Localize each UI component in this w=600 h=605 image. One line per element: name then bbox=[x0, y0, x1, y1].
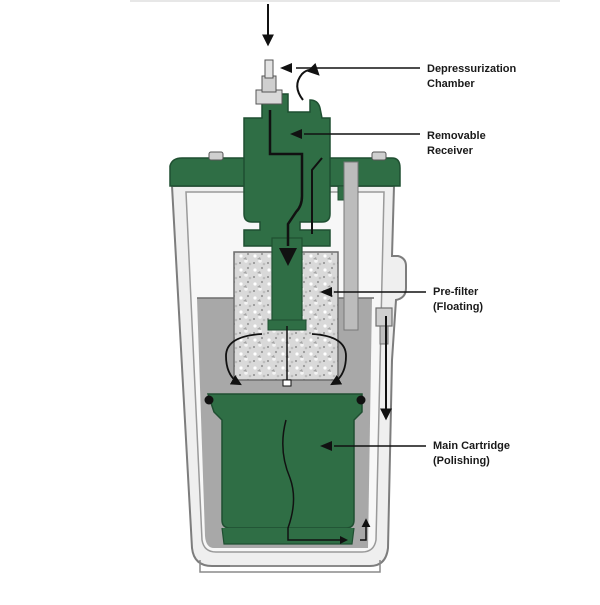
label-depressurization-line1: Depressurization bbox=[427, 63, 517, 75]
cartridge-flow-head bbox=[340, 536, 348, 544]
flow-path-b bbox=[286, 170, 304, 246]
housing-base bbox=[199, 560, 381, 573]
label-main-cartridge: Main Cartridge (Polishing) bbox=[433, 439, 510, 469]
lid-bolt-left bbox=[208, 151, 224, 161]
loop-left bbox=[225, 333, 263, 386]
side-tube bbox=[343, 161, 359, 331]
seal-right bbox=[356, 395, 366, 405]
label-prefilter-line2: (Floating) bbox=[433, 301, 484, 313]
label-depressurization-chamber: Depressurization Chamber bbox=[427, 62, 516, 92]
loop-right bbox=[311, 333, 347, 386]
label-prefilter-line1: Pre-filter bbox=[433, 286, 479, 298]
lid-bolt-right bbox=[371, 151, 387, 161]
callout-prefilter-head bbox=[320, 287, 332, 297]
callout-depressurization-head bbox=[280, 63, 292, 73]
callout-receiver-head bbox=[290, 129, 302, 139]
seal-left bbox=[204, 395, 214, 405]
label-removable-receiver: Removable Receiver bbox=[427, 129, 486, 159]
label-cartridge-line2: (Polishing) bbox=[433, 455, 490, 467]
flow-arrowhead-down bbox=[279, 248, 297, 266]
label-receiver-line2: Receiver bbox=[427, 145, 473, 157]
exit-arrow bbox=[360, 518, 371, 541]
label-pre-filter: Pre-filter (Floating) bbox=[433, 285, 483, 315]
cartridge-flow bbox=[282, 419, 340, 541]
removable-receiver bbox=[243, 93, 331, 247]
vent-arrow bbox=[296, 62, 320, 101]
side-fitting-stem bbox=[379, 325, 389, 345]
center-marker bbox=[282, 379, 292, 387]
callout-cartridge-head bbox=[320, 441, 332, 451]
valve-tip bbox=[264, 59, 274, 79]
label-receiver-line1: Removable bbox=[427, 130, 486, 142]
label-cartridge-line1: Main Cartridge bbox=[433, 440, 511, 452]
side-fitting bbox=[375, 307, 393, 327]
flow-path-a bbox=[268, 110, 304, 170]
flow-return bbox=[311, 157, 323, 234]
label-depressurization-line2: Chamber bbox=[427, 78, 475, 90]
